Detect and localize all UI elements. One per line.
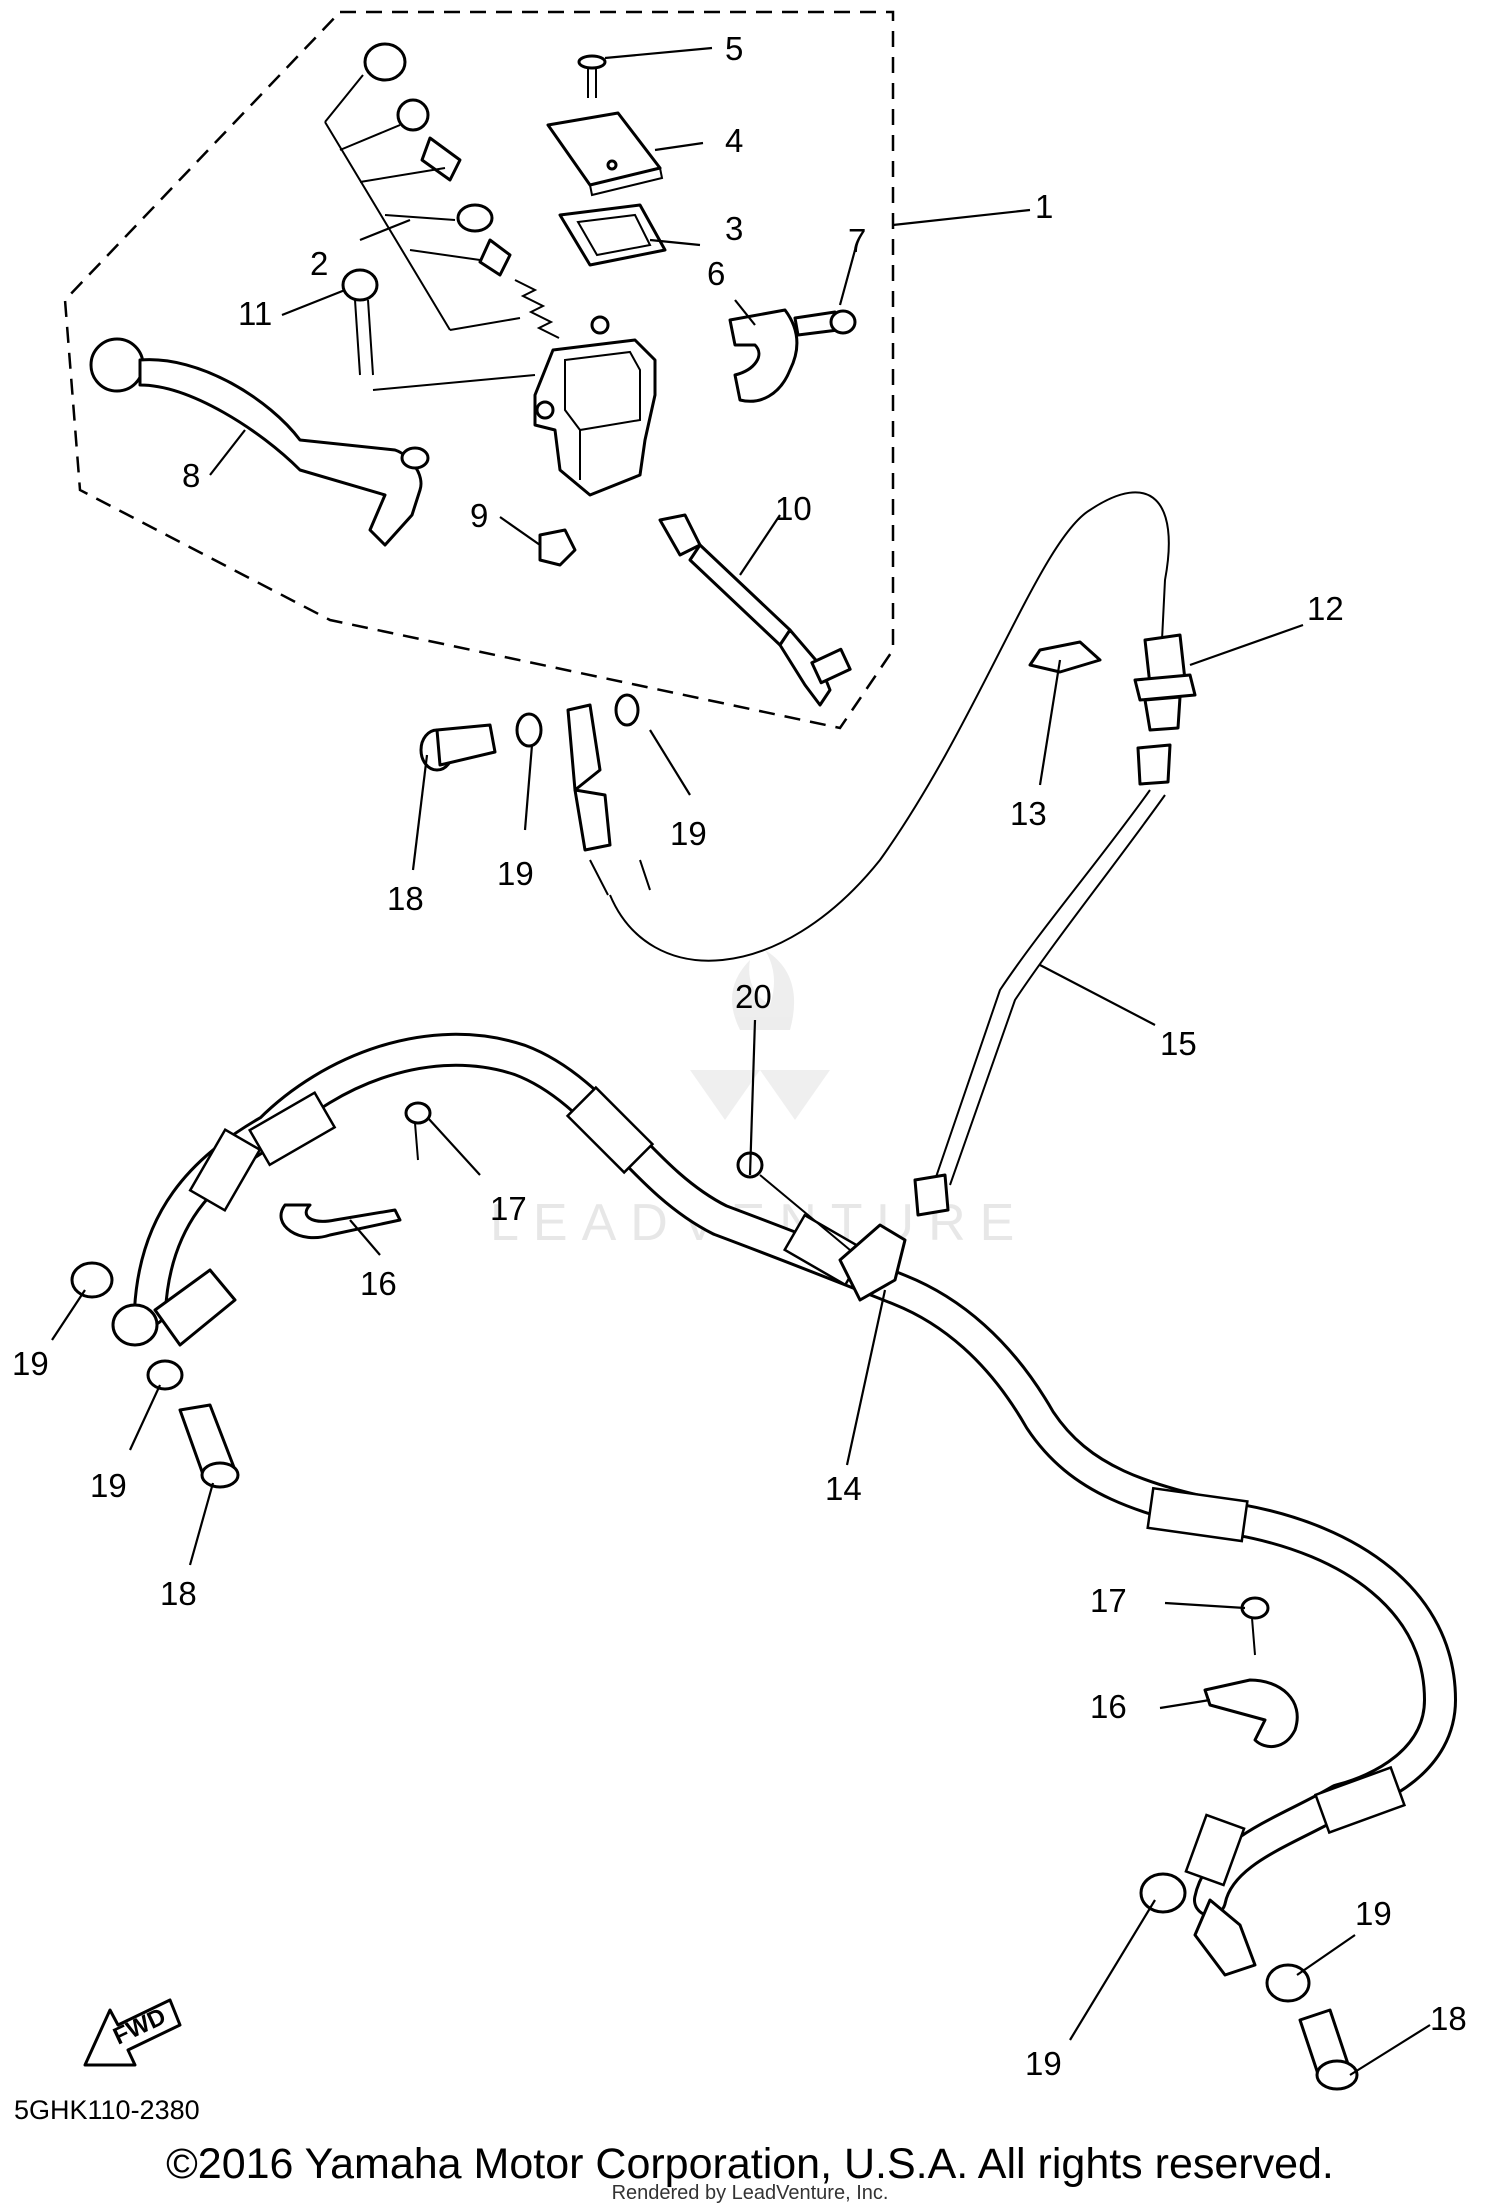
callout-18b: 18 <box>160 1575 197 1612</box>
callout-19b: 19 <box>670 815 707 852</box>
callout-16b: 16 <box>1090 1688 1127 1725</box>
lower-left-banjo-bolt <box>70 1261 240 1489</box>
callout-12: 12 <box>1307 590 1344 627</box>
callouts: 1 2 3 4 5 6 7 8 9 10 11 12 13 14 15 16 1… <box>12 30 1467 2082</box>
pipe-fitting <box>913 1173 950 1217</box>
callout-3: 3 <box>725 210 743 247</box>
callout-17b: 17 <box>1090 1582 1127 1619</box>
brake-lever <box>89 337 430 547</box>
callout-16: 16 <box>360 1265 397 1302</box>
callout-15: 15 <box>1160 1025 1197 1062</box>
callout-7: 7 <box>848 222 866 259</box>
lower-brake-hose <box>111 1032 1457 1977</box>
hose-joint <box>1133 633 1197 786</box>
fwd-arrow-icon: FWD <box>83 1998 182 2067</box>
pivot-nut <box>538 528 577 567</box>
callout-19f: 19 <box>1355 1895 1392 1932</box>
piston-kit <box>324 42 560 339</box>
hose-bracket <box>1028 640 1102 674</box>
brake-light-switch <box>658 513 852 707</box>
callout-20: 20 <box>735 978 772 1015</box>
callout-19d: 19 <box>90 1467 127 1504</box>
callout-13: 13 <box>1010 795 1047 832</box>
callout-1: 1 <box>1035 188 1053 225</box>
diaphragm <box>558 203 667 267</box>
brake-pipe <box>934 789 1166 1186</box>
diagram-code: 5GHK110-2380 <box>14 2095 200 2125</box>
callout-4: 4 <box>725 122 743 159</box>
assembly-boundary <box>63 10 895 730</box>
master-cylinder-body <box>533 315 657 497</box>
callout-19c: 19 <box>12 1345 49 1382</box>
hose-clamp-upper <box>279 1101 432 1240</box>
reservoir-cap <box>546 111 664 197</box>
handlebar-clamp <box>728 308 857 403</box>
callout-18c: 18 <box>1430 2000 1467 2037</box>
callout-10: 10 <box>775 490 812 527</box>
callout-8: 8 <box>182 457 200 494</box>
callout-2: 2 <box>310 245 328 282</box>
callout-18: 18 <box>387 880 424 917</box>
callout-5: 5 <box>725 30 743 67</box>
cap-screw <box>577 54 607 98</box>
upper-hose <box>609 491 1170 962</box>
pivot-bolt <box>341 268 536 391</box>
callout-17: 17 <box>490 1190 527 1227</box>
callout-11: 11 <box>238 295 272 332</box>
rendered-by-text: Rendered by LeadVenture, Inc. <box>611 2182 889 2204</box>
lower-right-banjo-bolt <box>1139 1872 1359 2091</box>
leader-lines <box>51 46 1431 2076</box>
callout-14: 14 <box>825 1470 862 1507</box>
callout-19e: 19 <box>1025 2045 1062 2082</box>
upper-banjo-bolt <box>419 693 640 852</box>
hose-holder <box>736 1151 907 1302</box>
callout-19: 19 <box>497 855 534 892</box>
copyright-text: ©2016 Yamaha Motor Corporation, U.S.A. A… <box>166 2140 1334 2188</box>
hose-clamp-lower <box>1203 1596 1299 1749</box>
callout-9: 9 <box>470 497 488 534</box>
callout-6: 6 <box>707 255 725 292</box>
